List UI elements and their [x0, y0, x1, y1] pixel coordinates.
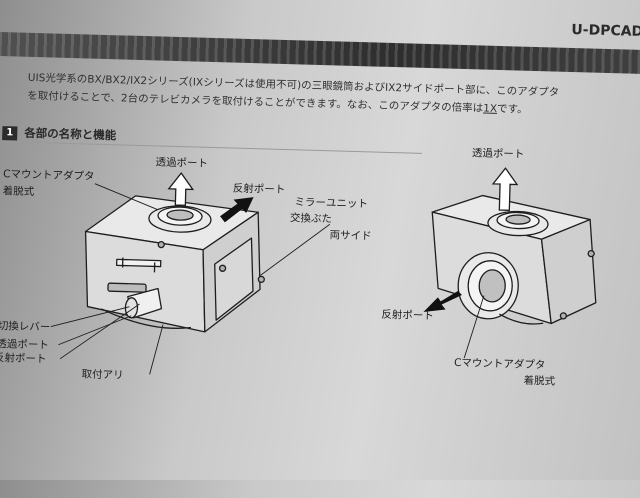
label-reflect-port-right: 反射ポート	[381, 307, 434, 323]
screw	[588, 251, 594, 257]
label-c-mount-adapter-left: Cマウントアダプタ	[3, 166, 95, 184]
label-mirror-unit: ミラーユニット	[294, 194, 368, 211]
c-mount-port-opening	[479, 269, 506, 302]
label-exchange-cover: 交換ぶた	[290, 210, 332, 226]
label-c-mount-detach-left: 着脱式	[2, 183, 34, 199]
label-c-mount-adapter-right: Cマウントアダプタ	[454, 355, 546, 373]
label-switch-lever: 光路切換レバー	[0, 317, 51, 334]
label-lever-reflect: 反射ポート	[0, 350, 47, 366]
label-transmit-port-right: 透過ポート	[472, 145, 525, 161]
label-transmit-port-left: 透過ポート	[155, 154, 208, 170]
screw	[560, 313, 566, 319]
transmit-port-opening	[506, 215, 530, 225]
label-mount-dovetail: 取付アリ	[81, 366, 123, 382]
label-reflect-port-left: 反射ポート	[233, 181, 286, 197]
label-c-mount-detach-right: 着脱式	[523, 373, 555, 389]
label-both-sides: 両サイド	[329, 227, 371, 243]
